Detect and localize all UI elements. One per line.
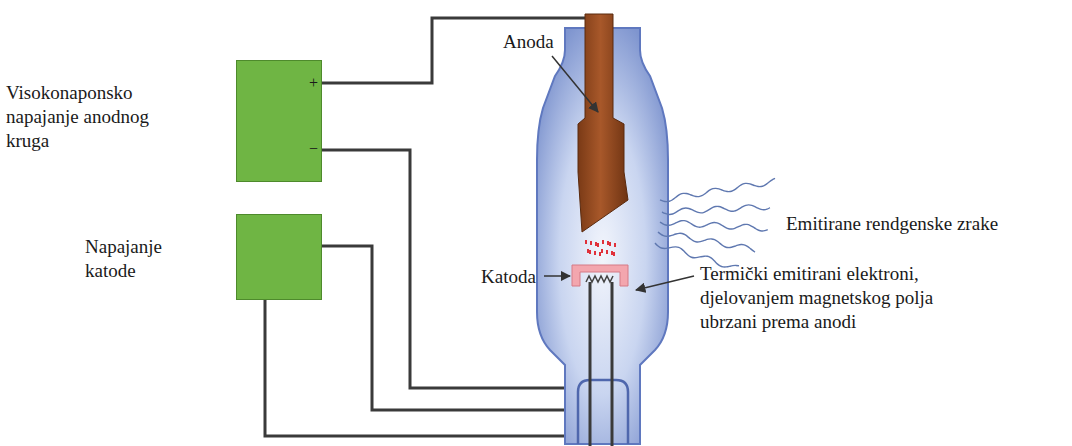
electron: [590, 241, 592, 245]
electron: [602, 240, 604, 244]
electron: [611, 251, 613, 255]
anode-leader: [552, 56, 598, 112]
electron: [613, 252, 615, 256]
filament: [586, 276, 613, 282]
terminal-sign: −: [309, 139, 318, 159]
electron: [587, 249, 589, 253]
annotation: Termički emitirani elektroni, djelovanje…: [700, 262, 968, 333]
electron: [607, 241, 609, 245]
power-supply-box: Napajanje katode: [236, 214, 322, 300]
cathode-lead: [589, 282, 592, 446]
anode-rod: [578, 14, 628, 232]
electron: [599, 252, 601, 256]
x-ray-wave: [660, 221, 768, 231]
terminal-sign: +: [309, 73, 318, 93]
cathode: [572, 265, 628, 446]
electron-cloud: [586, 240, 615, 256]
electron: [589, 250, 591, 254]
supply-label: Napajanje katode: [85, 235, 195, 283]
electron: [594, 251, 596, 255]
x-ray-waves: [655, 178, 775, 267]
cathode-cup: [572, 265, 628, 286]
part-label: Emitirane rendgenske zrake: [786, 212, 1066, 236]
electron: [585, 240, 587, 244]
part-label: Katoda: [481, 265, 541, 289]
cathode-lead: [611, 282, 614, 446]
cathode-leader: [544, 275, 570, 277]
power-supply-box: Visokonaponsko napajanje anodnog kruga+−: [236, 60, 322, 182]
electron: [614, 243, 616, 247]
glass-stem: [578, 380, 628, 444]
electron: [595, 242, 597, 246]
x-ray-wave: [660, 178, 775, 201]
electron: [601, 249, 603, 253]
supply-label: Visokonaponsko napajanje anodnog kruga: [6, 81, 171, 152]
electron-leader: [636, 276, 694, 290]
part-label: Anoda: [503, 30, 583, 54]
electron: [597, 243, 599, 247]
x-ray-wave: [658, 232, 755, 252]
electron: [606, 250, 608, 254]
leader-lines: [544, 56, 694, 290]
electron: [609, 242, 611, 246]
x-ray-wave: [662, 205, 770, 215]
